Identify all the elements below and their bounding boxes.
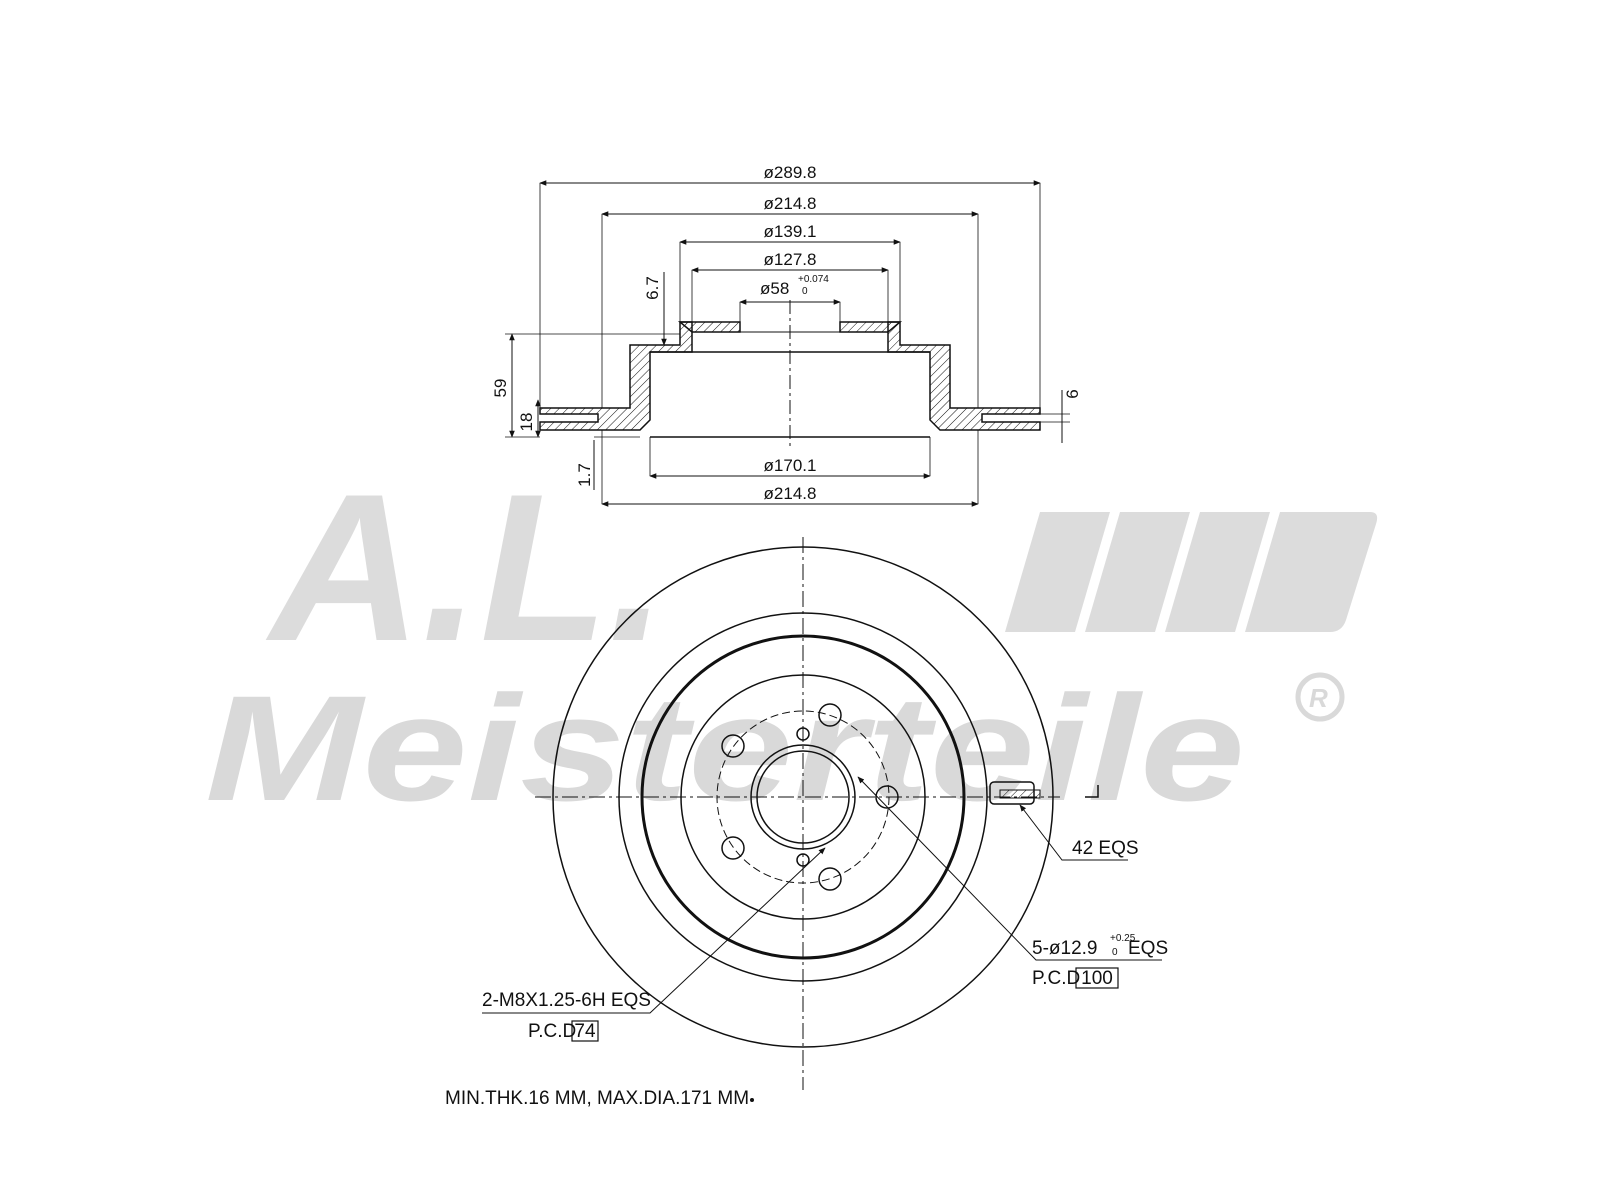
threaded-holes — [796, 727, 810, 867]
dim-bore-tol-upper: +0.074 — [798, 274, 829, 285]
dim-flange-offset: 1.7 — [575, 463, 594, 487]
watermark-brand: Meisterteile — [205, 664, 1245, 832]
callout-bolt-pcd-value: 100 — [1081, 968, 1113, 989]
dim-bore-tol-lower: 0 — [802, 286, 808, 297]
side-view: ø289.8 ø214.8 ø139.1 ø127.8 ø58 +0.074 0… — [491, 163, 1082, 507]
hat-outer-circle — [640, 634, 966, 960]
dim-hat-wall: 6.7 — [643, 276, 662, 300]
dim-total-height: 59 — [491, 379, 510, 398]
vent-slot — [989, 781, 1041, 805]
callout-bolt-tol-lower: 0 — [1112, 947, 1118, 958]
callout-threaded-pcd-value: 74 — [574, 1021, 596, 1042]
dim-disc-thickness: 18 — [517, 413, 536, 432]
dim-outer-dia: ø289.8 — [764, 163, 817, 182]
center-bore — [756, 750, 850, 844]
watermark-stripes-logo — [1005, 512, 1378, 632]
callout-bolt-holes: 5-ø12.9 — [1032, 938, 1097, 959]
face-outer-circle — [618, 612, 988, 982]
watermark-registered-mark: R — [1295, 672, 1345, 722]
dim-face-dia-bottom: ø214.8 — [764, 484, 817, 503]
dim-hat-inner-dia: ø127.8 — [764, 250, 817, 269]
bolt-holes — [721, 703, 899, 891]
bolt-hole — [818, 703, 842, 727]
callout-vents: 42 EQS — [1072, 838, 1139, 859]
watermark: A.L. Meisterteile R — [205, 450, 1378, 832]
callout-threaded-pcd-label: P.C.D — [528, 1021, 576, 1042]
center-bore-outer — [750, 744, 856, 850]
threaded-hole — [796, 727, 810, 741]
pcd-circle — [716, 710, 890, 884]
footer-dot — [750, 1098, 754, 1102]
footer-note: MIN.THK.16 MM, MAX.DIA.171 MM — [445, 1088, 749, 1109]
bolt-hole — [721, 836, 745, 860]
dim-face-dia-top: ø214.8 — [764, 194, 817, 213]
callout-bolt-pcd-label: P.C.D — [1032, 968, 1080, 989]
watermark-initials: A.L. — [265, 450, 667, 685]
bolt-hole — [721, 734, 745, 758]
callout-threaded-holes: 2-M8X1.25-6H EQS — [482, 990, 651, 1011]
threaded-hole — [796, 853, 810, 867]
dim-vent-width: 6 — [1063, 389, 1082, 398]
right-flange-section — [887, 321, 1041, 431]
callout-bolt-suffix: EQS — [1128, 938, 1168, 959]
threaded-pcd-box — [571, 1020, 599, 1042]
callout-bolt-tol-upper: +0.25 — [1110, 933, 1136, 944]
bolt-pcd-box — [1075, 967, 1119, 989]
dim-inner-bottom-dia: ø170.1 — [764, 456, 817, 475]
outer-rim — [552, 546, 1054, 1048]
bolt-hole — [818, 867, 842, 891]
dim-bore-dia: ø58 — [760, 279, 789, 298]
bolt-hole — [875, 785, 899, 809]
hat-inner-circle — [680, 674, 926, 920]
left-flange-section — [539, 321, 693, 431]
front-view: 42 EQS 5-ø12.9 +0.25 0 EQS P.C.D 100 2-M… — [482, 537, 1168, 1090]
svg-text:R: R — [1309, 683, 1328, 713]
dim-hat-outer-dia: ø139.1 — [764, 222, 817, 241]
